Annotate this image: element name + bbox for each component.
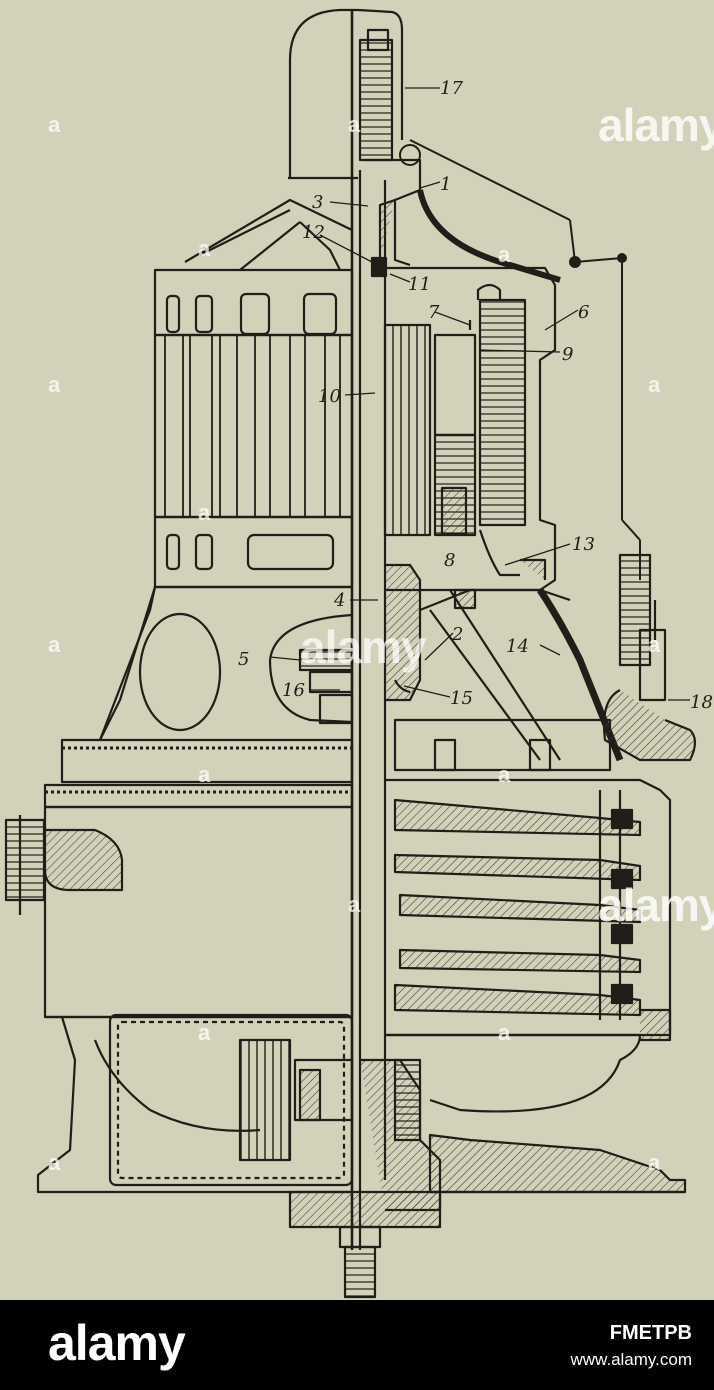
label-6: 6 [578,302,589,323]
label-3: 3 [312,192,323,213]
step-bearing [288,1190,442,1299]
label-14: 14 [506,636,529,657]
turbine-casing [4,805,354,1019]
label-9: 9 [562,344,573,365]
governor-dome [288,8,404,180]
footer-url: www.alamy.com [570,1350,692,1369]
watermark-a-12: a [498,762,511,787]
label-8: 8 [444,550,455,571]
turbine-stages [385,778,672,1042]
governor-linkage [399,139,641,580]
upper-bearing-housing [365,158,561,283]
stock-footer-bar: alamy FMETPB www.alamy.com [0,1300,714,1390]
label-4: 4 [333,590,345,611]
label-16: 16 [282,680,305,701]
watermark-alamy-center: alamy [300,621,426,673]
watermark-a-11: a [498,242,511,267]
watermark-alamy-top: alamy [598,99,714,151]
watermark-a-5: a [198,236,211,261]
valve-assembly [602,553,697,762]
mid-bearing-housing [385,563,624,772]
footer-image-id: FMETPB [609,1322,692,1344]
watermark-a-7: a [198,762,211,787]
watermark-a-2: a [48,372,61,397]
watermark-a-9: a [348,112,361,137]
label-7: 7 [428,302,440,323]
generator-frame [153,198,354,589]
watermark-alamy-mid: alamy [598,879,714,931]
label-18: 18 [690,692,713,713]
watermark-a-13: a [498,1020,511,1045]
base-housing [36,1013,687,1212]
footer-logo: alamy [48,1315,186,1371]
turbine-section-drawing: 17 1 3 12 11 7 6 9 10 8 13 4 2 14 5 16 1… [4,8,713,1299]
label-1: 1 [440,174,451,195]
label-11: 11 [408,274,431,295]
label-leaders [269,87,690,701]
watermark-a-10: a [348,892,361,917]
label-15: 15 [450,688,473,709]
label-13: 13 [572,534,595,555]
watermark-a-6: a [198,500,211,525]
watermark-a-15: a [648,632,661,657]
watermark-a-1: a [48,112,61,137]
watermark-a-8: a [198,1020,211,1045]
watermark-a-14: a [648,372,661,397]
label-17: 17 [440,78,463,99]
label-10: 10 [318,386,341,407]
base-dome [98,585,354,741]
diagram-plate: 17 1 3 12 11 7 6 9 10 8 13 4 2 14 5 16 1… [4,8,714,1299]
watermark-a-3: a [48,632,61,657]
part-labels: 17 1 3 12 11 7 6 9 10 8 13 4 2 14 5 16 1… [238,78,713,713]
watermark-a-4: a [48,1150,61,1175]
generator-section [383,266,557,592]
label-12: 12 [302,222,325,243]
label-5: 5 [238,649,249,670]
watermark-a-16: a [648,1150,661,1175]
label-2: 2 [451,624,463,645]
